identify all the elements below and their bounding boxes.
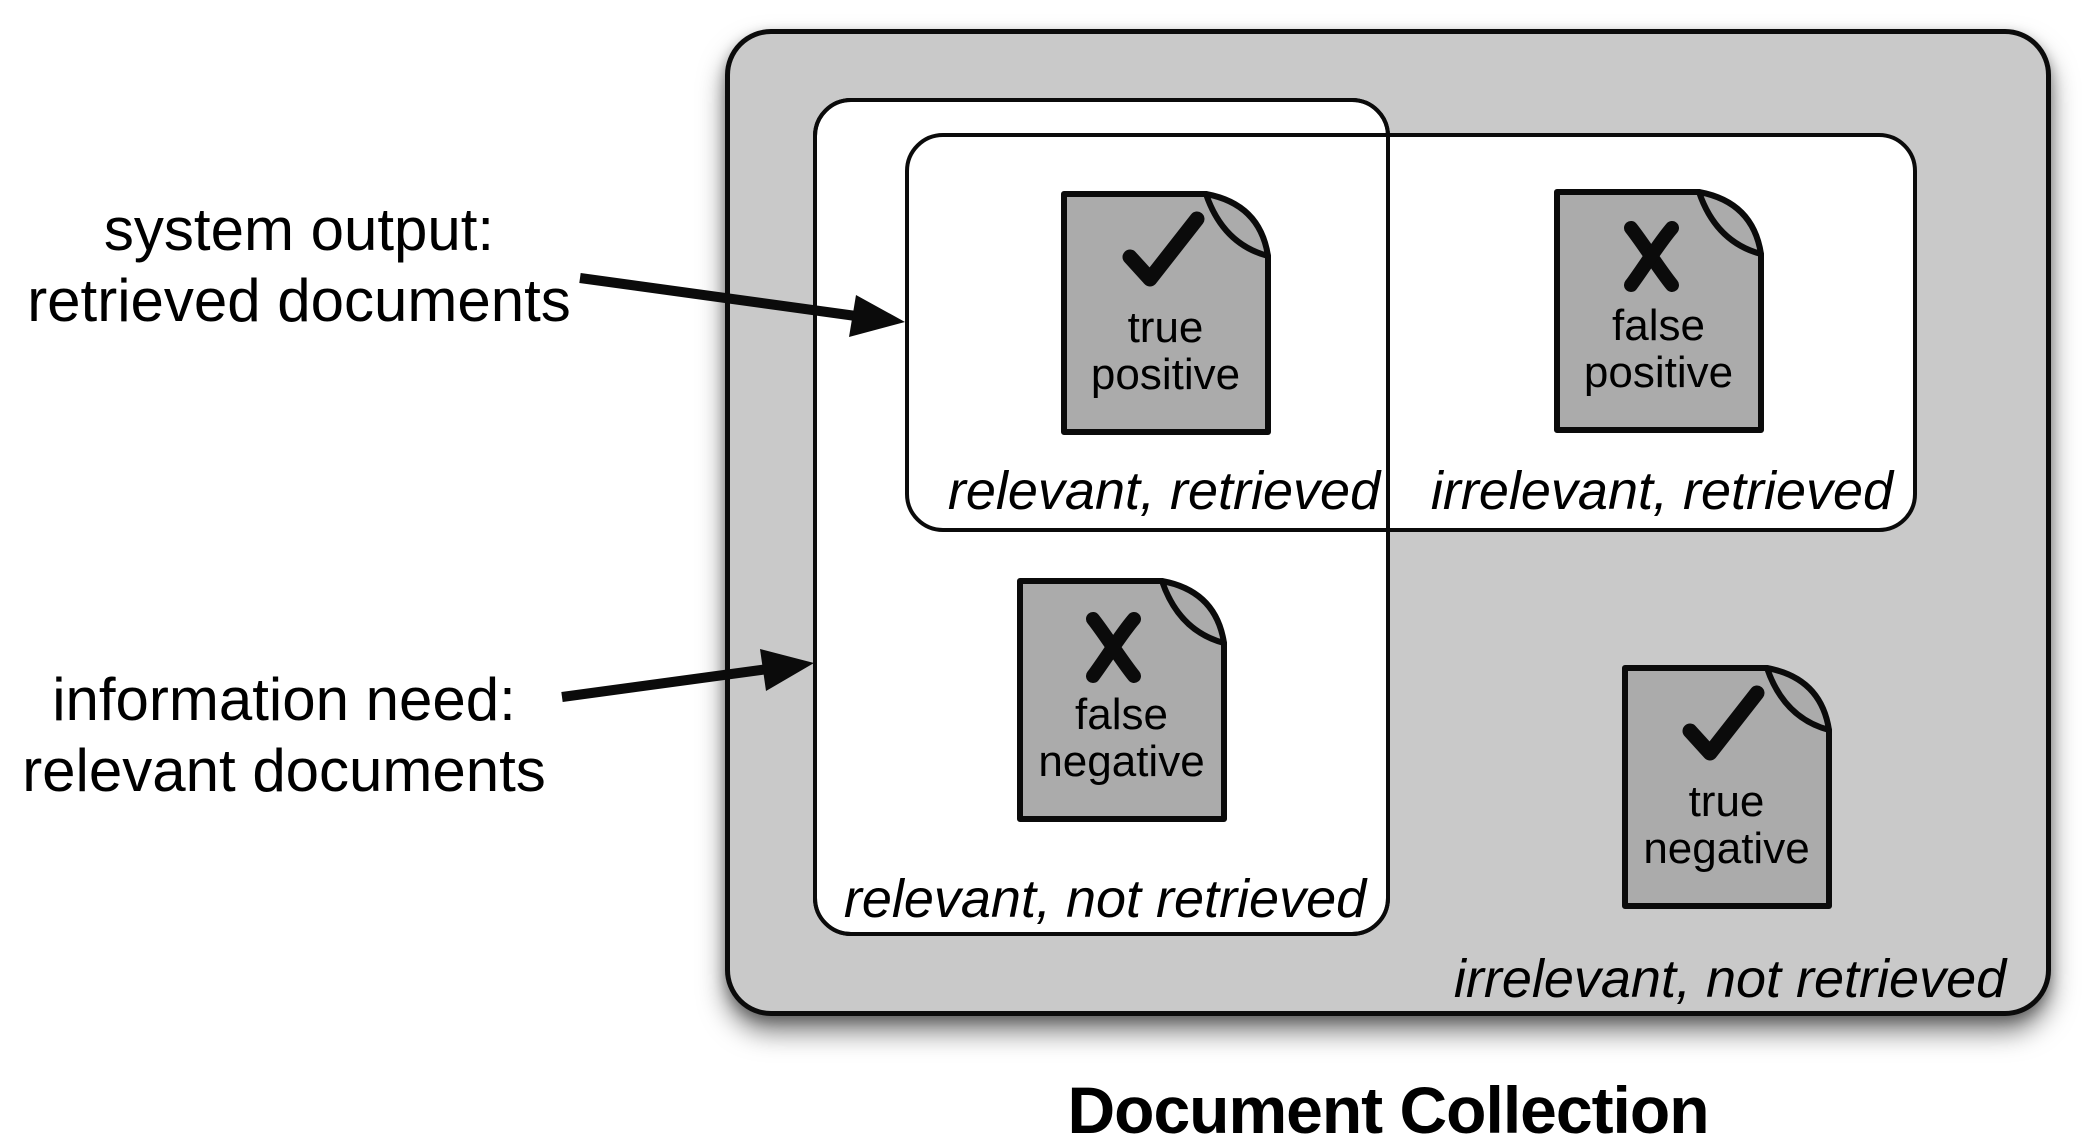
document-label-line2: positive: [1090, 350, 1241, 399]
annotation-information-need: information need: relevant documents: [22, 664, 546, 806]
label-relevant-not-retrieved: relevant, not retrieved: [843, 869, 1367, 929]
diagram-title: Document Collection: [1067, 1073, 1709, 1147]
page-fold: [1203, 191, 1271, 259]
document-label-line2: positive: [1583, 348, 1734, 397]
false-negative-document: false negative: [1013, 575, 1230, 825]
document-label-line1: false: [1075, 690, 1168, 739]
label-irrelevant-not-retrieved: irrelevant, not retrieved: [1453, 949, 2007, 1009]
annotation-information-need-line1: information need:: [52, 666, 516, 733]
check-icon: [1122, 211, 1205, 287]
false-positive-document: false positive: [1550, 186, 1767, 436]
page-fold: [1696, 189, 1764, 257]
document-icon: [1554, 189, 1764, 433]
annotation-information-need-line2: relevant documents: [22, 737, 546, 804]
document-label: false negative: [1013, 691, 1230, 785]
document-label: false positive: [1550, 302, 1767, 396]
document-label-line1: true: [1127, 303, 1204, 352]
label-irrelevant-retrieved: irrelevant, retrieved: [1430, 461, 1894, 521]
document-icon: [1061, 191, 1271, 435]
annotation-system-output-line1: system output:: [103, 196, 495, 263]
document-label-line1: false: [1612, 301, 1705, 350]
document-label: true negative: [1618, 778, 1835, 872]
check-icon: [1682, 685, 1765, 761]
document-label-line2: negative: [1643, 824, 1810, 873]
document-icon: [1017, 578, 1227, 822]
document-label-line2: negative: [1038, 737, 1205, 786]
true-negative-document: true negative: [1618, 662, 1835, 912]
page-fold: [1764, 665, 1832, 733]
cross-icon: [1624, 221, 1679, 292]
cross-icon: [1086, 612, 1141, 683]
page-fold: [1159, 578, 1227, 646]
annotation-system-output: system output: retrieved documents: [27, 194, 571, 336]
document-icon: [1622, 665, 1832, 909]
true-positive-document: true positive: [1057, 188, 1274, 438]
relevant-documents-box-outline: [813, 98, 1390, 936]
document-label: true positive: [1057, 304, 1274, 398]
label-relevant-retrieved: relevant, retrieved: [947, 461, 1381, 521]
annotation-system-output-line2: retrieved documents: [27, 267, 571, 334]
document-label-line1: true: [1688, 777, 1765, 826]
